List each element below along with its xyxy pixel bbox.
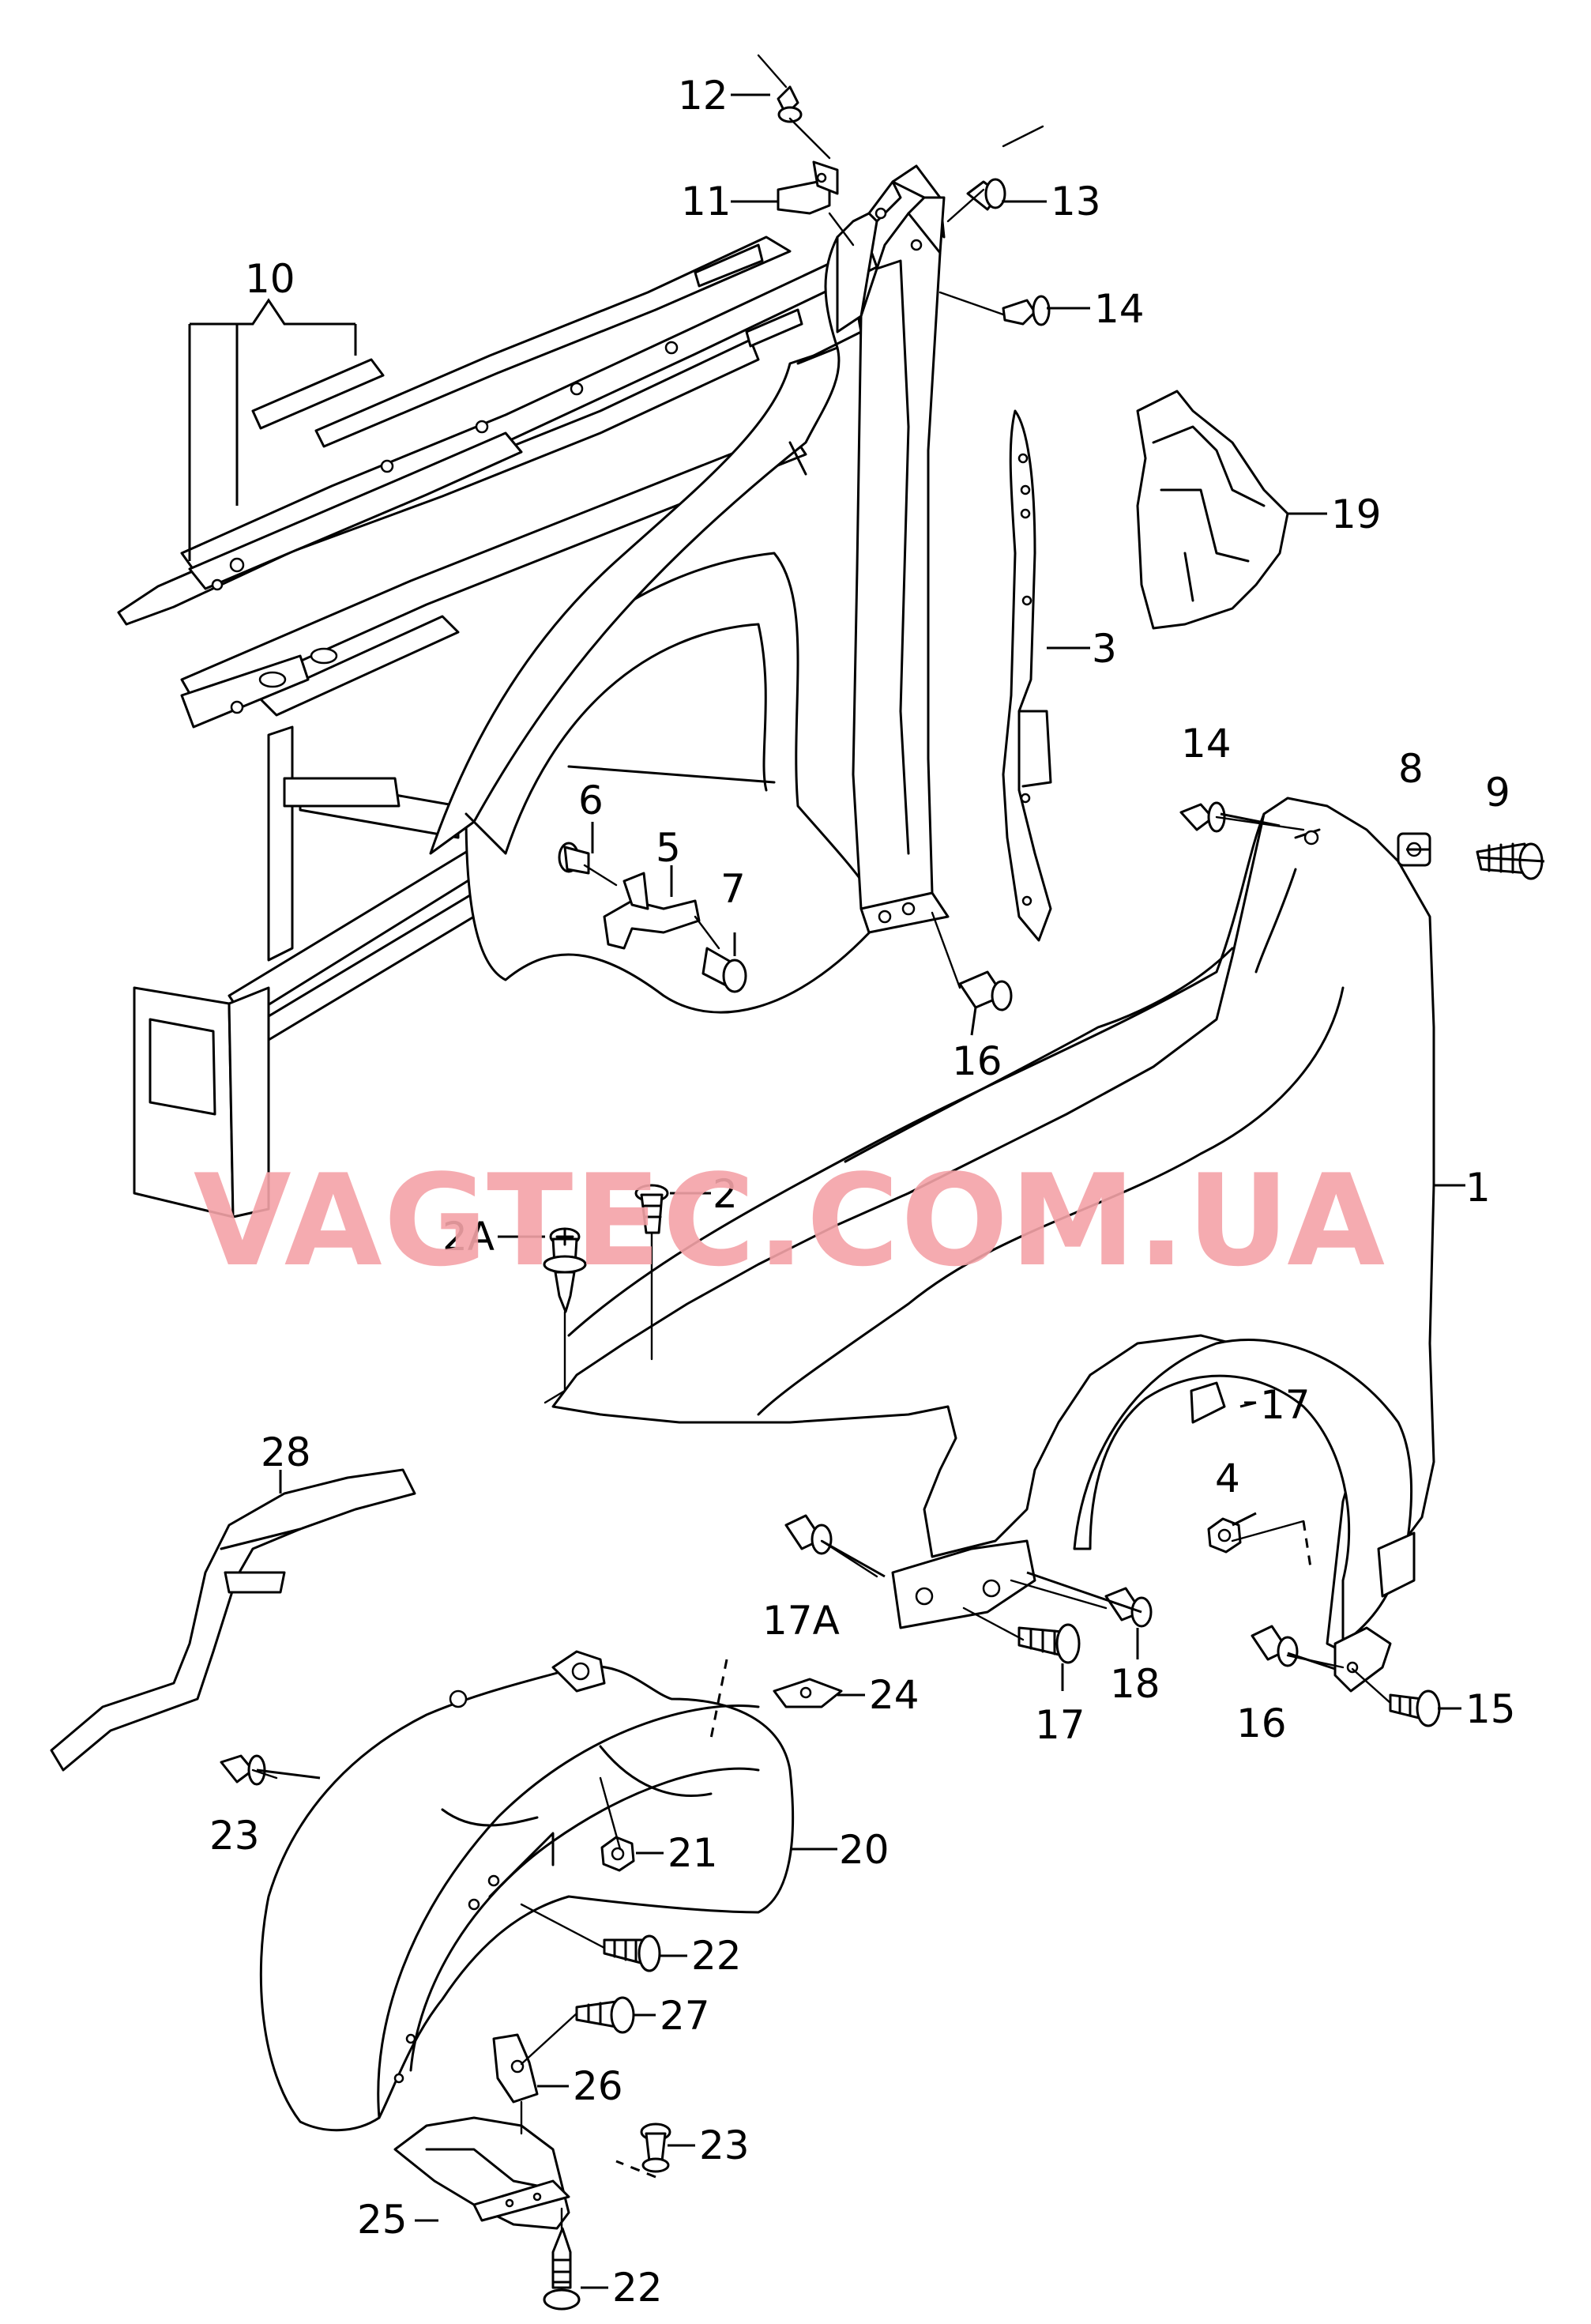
front-body-structure: [117, 164, 950, 1218]
callout-17A: 17A: [762, 1598, 840, 1644]
callout-10: 10: [245, 256, 295, 302]
part-17-screw: [1017, 1623, 1081, 1664]
callout-25: 25: [357, 2197, 408, 2243]
callout-18: 18: [1110, 1661, 1160, 1707]
part-5-bracket: [603, 872, 701, 950]
fasteners: [220, 54, 1544, 2311]
part-2-bolt: [634, 1184, 669, 1234]
part-24-clip-nut: [773, 1678, 843, 1708]
part-16-spacer-lower: [1251, 1625, 1299, 1667]
callout-17-lower: 17: [1035, 1702, 1085, 1748]
callout-12: 12: [678, 73, 728, 119]
leader-lines: [188, 93, 1545, 2289]
callout-1: 1: [1465, 1165, 1491, 1211]
part-28-strip: [50, 1468, 416, 1772]
part-1-fender: [551, 797, 1435, 1693]
part-22-screw-middle: [603, 1934, 661, 1972]
part-15-screw: [1389, 1689, 1441, 1727]
part-2A-bolt: [543, 1227, 587, 1313]
part-4-nut: [1207, 1517, 1242, 1554]
part-20-wheel-liner: [259, 1650, 795, 2132]
callout-26: 26: [573, 2063, 623, 2109]
callout-14-top: 14: [1094, 286, 1145, 332]
callout-20: 20: [839, 1827, 890, 1873]
callout-24: 24: [869, 1672, 920, 1718]
part-16-spacer-top: [958, 970, 1013, 1011]
watermark-text: VAGTEC.COM.UA: [194, 1147, 1386, 1294]
callout-27: 27: [660, 1993, 710, 2039]
callout-22-middle: 22: [691, 1933, 742, 1979]
part-6-rivet: [558, 842, 590, 875]
callout-9: 9: [1485, 770, 1510, 815]
callout-23-right: 23: [699, 2122, 750, 2168]
callout-labels: 1 2 2A 3 4 5 6 7 8 9 10 11 12 13 14 14 1…: [209, 73, 1516, 2311]
callout-5: 5: [656, 825, 681, 871]
callout-7: 7: [720, 866, 746, 912]
part-26-clip-nut: [492, 2033, 539, 2104]
callout-14-right: 14: [1181, 721, 1232, 767]
callout-21: 21: [668, 1830, 718, 1876]
callout-6: 6: [578, 778, 604, 823]
part-19-insulator: [1136, 390, 1289, 630]
part-25-splash-shield: [393, 2116, 570, 2230]
part-23-clip-right: [640, 2122, 671, 2173]
callout-28: 28: [261, 1429, 311, 1475]
part-13-clip: [966, 125, 1044, 211]
part-3-seal-strip: [1002, 409, 1052, 942]
part-7-screw: [701, 947, 747, 993]
callout-16-lower: 16: [1236, 1701, 1287, 1746]
callout-3: 3: [1092, 626, 1117, 672]
part-17A-spacer: [784, 1514, 833, 1555]
callout-4: 4: [1215, 1456, 1240, 1501]
callout-17-upper: 17: [1260, 1382, 1311, 1428]
callout-13: 13: [1051, 179, 1101, 224]
part-27-screw: [575, 1996, 635, 2034]
callout-2: 2: [713, 1171, 738, 1217]
callout-2A: 2A: [442, 1214, 495, 1260]
callout-8: 8: [1398, 746, 1424, 792]
part-14-clip-top: [1002, 295, 1051, 326]
part-11-bracket: [777, 160, 839, 215]
callout-19: 19: [1331, 492, 1382, 537]
part-12-clip: [757, 54, 803, 123]
callout-22-bottom: 22: [612, 2265, 663, 2311]
part-22-screw-bottom: [543, 2227, 581, 2311]
callout-16-top: 16: [952, 1038, 1002, 1084]
callout-23-left: 23: [209, 1813, 260, 1859]
callout-11: 11: [681, 179, 732, 224]
callout-15: 15: [1465, 1686, 1516, 1732]
